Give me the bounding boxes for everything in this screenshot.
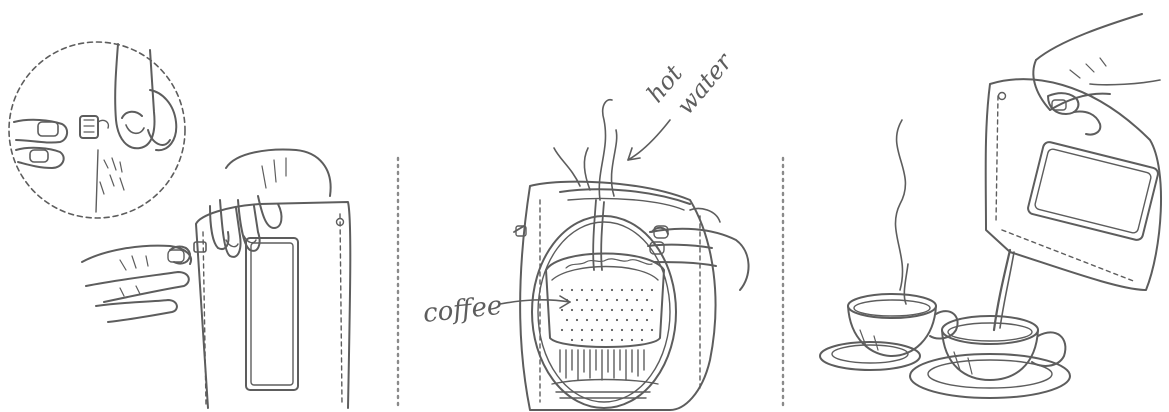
brew-drips — [560, 350, 644, 380]
coffee-label: coffee — [422, 291, 504, 329]
step-3-serve-panel — [820, 14, 1161, 398]
pouch-open — [514, 182, 716, 410]
step-2-brew-panel — [500, 100, 749, 410]
steam-lines — [554, 100, 617, 200]
cup-back — [848, 294, 958, 356]
water-stream — [593, 200, 604, 270]
cup-front — [942, 316, 1065, 380]
step-1-open-valve-panel — [9, 42, 350, 408]
hand-opening-valve — [82, 246, 191, 322]
coffee-grounds-dots — [561, 289, 653, 341]
hand-pouring — [1033, 14, 1160, 135]
pouch-closed — [194, 202, 350, 408]
saucer-front — [910, 354, 1070, 398]
pouch-pouring — [986, 79, 1161, 290]
cup-steam — [895, 120, 908, 304]
saucer-back — [820, 342, 920, 370]
valve-zoom-inset — [9, 42, 185, 218]
